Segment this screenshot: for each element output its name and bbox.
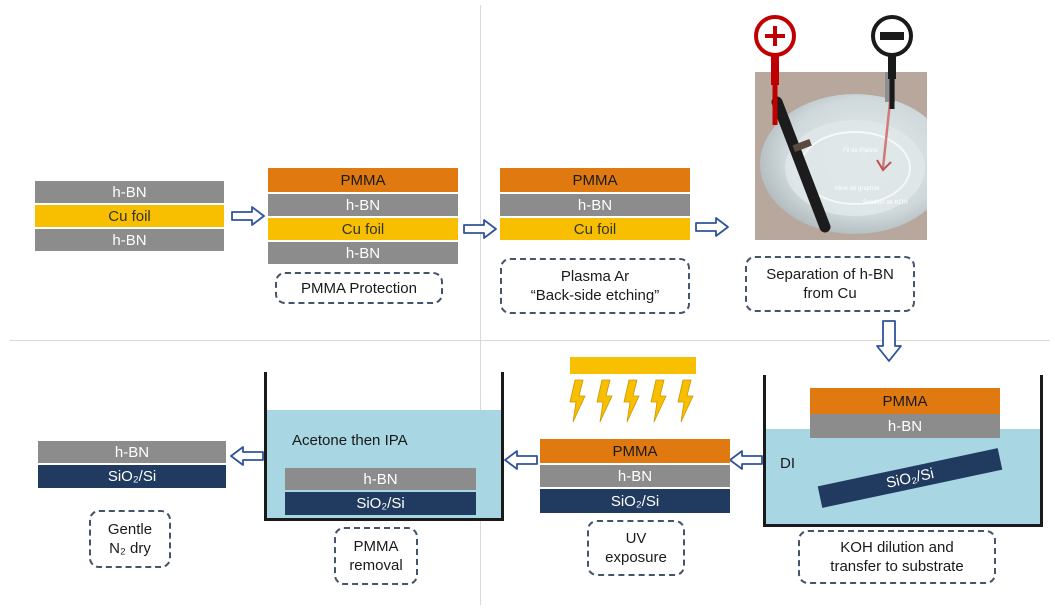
caption-line: Separation of h-BN	[766, 266, 894, 283]
caption-line: removal	[349, 557, 403, 574]
bath-label-acetone: Acetone then IPA	[292, 432, 408, 449]
caption-line: exposure	[605, 549, 667, 566]
plus-electrode-icon	[754, 15, 796, 125]
caption-plasma-etching: Plasma Ar “Back-side etching”	[500, 258, 690, 314]
caption-pmma-removal: PMMA removal	[334, 527, 418, 585]
layer-hbn: h-BN	[810, 414, 1000, 438]
caption-uv-exposure: UV exposure	[587, 520, 685, 576]
layer-pmma: PMMA	[810, 388, 1000, 414]
caption-line: “Back-side etching”	[530, 287, 660, 304]
uv-lamp	[570, 357, 696, 374]
caption-gentle-dry: Gentle N₂ dry	[89, 510, 171, 568]
arrow-left-icon	[504, 450, 538, 470]
arrow-right-icon	[463, 219, 497, 239]
photo-label-platinum: Fil de Platine	[843, 148, 878, 154]
arrow-right-icon	[695, 217, 729, 237]
layer-substrate: SiO₂/Si	[38, 465, 226, 488]
layer-cu-foil: Cu foil	[35, 205, 224, 227]
layer-substrate: SiO₂/Si	[540, 489, 730, 513]
layer-pmma: PMMA	[500, 168, 690, 192]
photo-label-graphite: Mine de graphite	[835, 186, 880, 192]
layer-substrate: SiO₂/Si	[285, 492, 476, 515]
caption-line: Plasma Ar	[560, 268, 630, 285]
caption-pmma-protection: PMMA Protection	[275, 272, 443, 304]
arrow-right-icon	[231, 206, 265, 226]
caption-koh-dilution: KOH dilution and transfer to substrate	[798, 530, 996, 584]
arrow-down-icon	[876, 320, 902, 362]
guide-vertical	[480, 5, 481, 605]
minus-electrode-icon	[871, 15, 913, 109]
caption-line: Gentle	[107, 521, 153, 538]
caption-line: N₂ dry	[109, 540, 151, 557]
arrow-left-icon	[729, 450, 763, 470]
layer-hbn-top: h-BN	[35, 181, 224, 203]
layer-cu-foil: Cu foil	[268, 218, 458, 240]
caption-separation: Separation of h-BN from Cu	[745, 256, 915, 312]
arrow-left-icon	[230, 446, 264, 466]
caption-line: transfer to substrate	[830, 558, 964, 575]
caption-line: PMMA	[353, 538, 399, 555]
layer-hbn-bottom: h-BN	[35, 229, 224, 251]
caption-line: KOH dilution and	[840, 539, 954, 556]
uv-lightning-icon	[569, 379, 694, 423]
layer-hbn: h-BN	[38, 441, 226, 463]
layer-hbn-top: h-BN	[268, 194, 458, 216]
photo-label-koh: Solution de KOH	[863, 200, 908, 206]
caption-line: from Cu	[803, 285, 857, 302]
guide-horizontal	[10, 340, 1050, 341]
bath-label-di: DI	[780, 455, 795, 472]
caption-line: UV	[625, 530, 647, 547]
layer-hbn: h-BN	[540, 465, 730, 487]
electrolysis-photo: Fil de Platine Mine de graphite Solution…	[755, 72, 927, 240]
layer-hbn: h-BN	[285, 468, 476, 490]
layer-pmma: PMMA	[540, 439, 730, 463]
layer-cu-foil: Cu foil	[500, 218, 690, 240]
layer-hbn: h-BN	[500, 194, 690, 216]
layer-pmma: PMMA	[268, 168, 458, 192]
layer-hbn-bottom: h-BN	[268, 242, 458, 264]
